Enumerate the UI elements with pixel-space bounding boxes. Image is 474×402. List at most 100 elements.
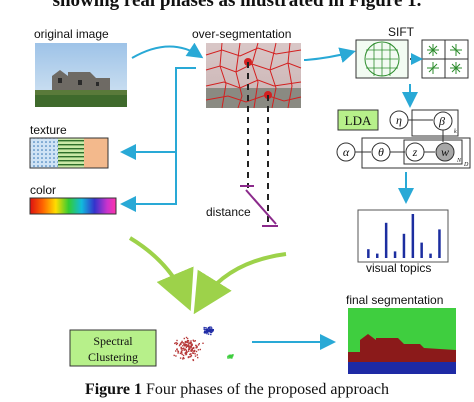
- scatter-point: [181, 341, 183, 344]
- figure-number: Figure 1: [84, 381, 142, 398]
- original-image-thumbnail: [35, 43, 127, 107]
- histogram-bar: [429, 253, 432, 258]
- scatter-point: [181, 353, 183, 356]
- scatter-point: [206, 331, 209, 333]
- scatter-point: [182, 354, 185, 357]
- scatter-point: [185, 336, 188, 339]
- figure-caption-text: Four phases of the proposed approach: [145, 381, 390, 398]
- scatter-point: [197, 344, 200, 346]
- scatter-point: [185, 341, 187, 344]
- scatter-point: [191, 349, 193, 351]
- scatter-point: [183, 344, 185, 346]
- scatter-point: [184, 343, 187, 346]
- histogram-bar: [384, 222, 388, 258]
- figure-caption: Figure 1 Four phases of the proposed app…: [0, 381, 474, 399]
- scatter-point: [186, 340, 189, 342]
- scatter-point: [187, 340, 190, 342]
- scatter-point: [187, 344, 189, 346]
- scatter-point: [195, 350, 198, 353]
- scatter-point: [231, 356, 233, 358]
- scatter-point: [179, 342, 182, 344]
- scatter-point: [210, 326, 212, 328]
- scatter-point: [195, 344, 197, 347]
- lda-alpha-symbol: α: [343, 145, 350, 159]
- over-segmentation-label: over-segmentation: [192, 27, 291, 41]
- scatter-point: [174, 342, 176, 345]
- scatter-point: [194, 353, 196, 355]
- scatter-point: [209, 331, 211, 333]
- scatter-point: [177, 350, 179, 352]
- spectral-clustering-box: Spectral Clustering: [69, 329, 157, 367]
- scatter-point: [179, 343, 181, 346]
- final-segmentation-label: final segmentation: [346, 293, 443, 307]
- scatter-point: [227, 357, 229, 359]
- scatter-point: [181, 340, 183, 343]
- scatter-point: [190, 355, 193, 357]
- scatter-point: [182, 345, 184, 347]
- scatter-point: [189, 342, 191, 344]
- scatter-point: [192, 347, 195, 349]
- visual-topics-label: visual topics: [366, 261, 431, 275]
- scatter-point: [176, 342, 179, 345]
- scatter-point: [228, 357, 230, 359]
- scatter-point: [190, 353, 192, 355]
- scatter-point: [204, 329, 206, 331]
- scatter-point: [191, 344, 193, 346]
- scatter-point: [176, 339, 178, 342]
- scatter-point: [206, 332, 208, 335]
- scatter-point: [190, 355, 192, 358]
- scatter-point: [190, 349, 193, 351]
- scatter-point: [180, 348, 183, 350]
- scatter-point: [189, 356, 191, 358]
- texture-swatches: [29, 137, 109, 169]
- scatter-point: [179, 357, 182, 359]
- spectral-clustering-scatter: [173, 326, 234, 362]
- scatter-point: [210, 331, 212, 334]
- scatter-point: [190, 343, 192, 345]
- lda-beta-symbol: β: [438, 114, 445, 128]
- distance-measure-icon: [240, 185, 278, 227]
- scatter-point: [194, 355, 197, 357]
- scatter-point: [211, 331, 213, 333]
- scatter-point: [190, 350, 192, 352]
- scatter-point: [197, 356, 199, 359]
- scatter-point: [189, 341, 191, 344]
- scatter-point: [188, 346, 190, 348]
- scatter-point: [211, 327, 213, 329]
- scatter-point: [192, 359, 195, 362]
- scatter-point: [180, 352, 183, 354]
- scatter-point: [185, 349, 187, 352]
- scatter-point: [205, 329, 208, 331]
- lda-label-box: LDA: [337, 109, 379, 131]
- scatter-point: [189, 353, 191, 356]
- scatter-point: [177, 351, 180, 353]
- scatter-point: [189, 347, 191, 349]
- histogram-bar: [402, 233, 406, 258]
- scatter-point: [192, 352, 194, 354]
- scatter-point: [212, 329, 214, 331]
- scatter-point: [187, 345, 189, 347]
- scatter-point: [203, 331, 206, 334]
- scatter-point: [209, 328, 211, 330]
- color-spectrum-bar: [29, 197, 117, 215]
- scatter-point: [229, 354, 232, 356]
- scatter-point: [175, 342, 177, 344]
- arrow-overseg-to-texture: [120, 67, 196, 160]
- scatter-point: [188, 347, 190, 350]
- scatter-point: [187, 356, 190, 359]
- scatter-point: [191, 347, 193, 349]
- scatter-point: [211, 330, 214, 332]
- scatter-point: [183, 337, 185, 340]
- scatter-point: [184, 352, 186, 355]
- scatter-point: [188, 350, 190, 352]
- scatter-point: [193, 346, 195, 349]
- scatter-point: [231, 357, 233, 359]
- scatter-point: [182, 342, 184, 344]
- arrow-overseg-to-color: [120, 152, 177, 212]
- scatter-point: [188, 343, 190, 345]
- scatter-point: [193, 350, 196, 353]
- scatter-point: [185, 344, 188, 346]
- scatter-point: [227, 355, 229, 358]
- scatter-point: [196, 346, 198, 349]
- scatter-point: [194, 340, 196, 342]
